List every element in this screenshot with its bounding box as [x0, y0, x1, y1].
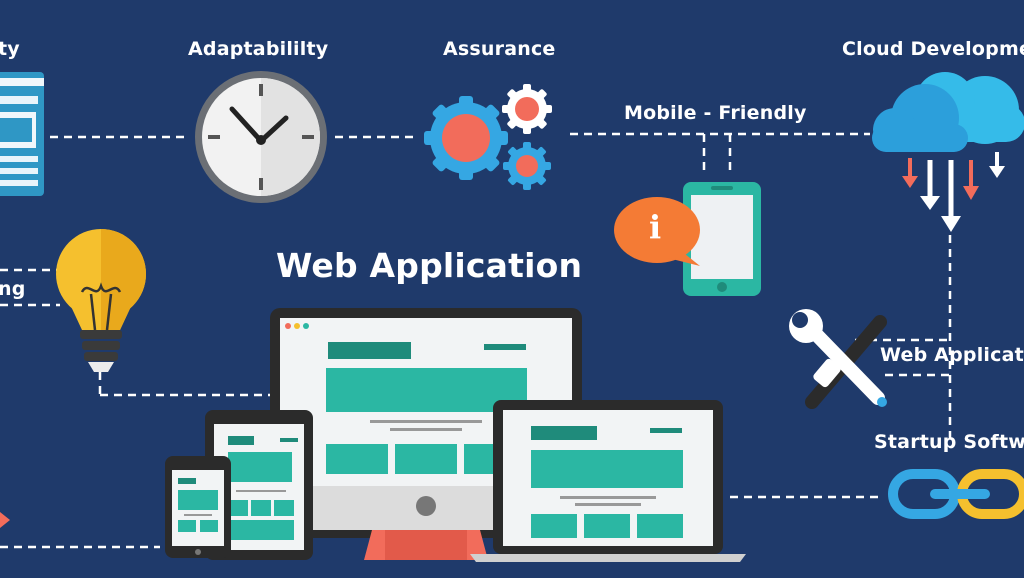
browser-page-icon — [0, 72, 44, 196]
chain-link-icon — [888, 469, 1024, 519]
label-startup-software: Startup Softw — [874, 431, 1024, 453]
mobile-phone-icon — [683, 182, 761, 296]
light-bulb-icon — [56, 229, 146, 372]
wrench-screwdriver-icon — [789, 309, 887, 409]
coral-accent-mark — [0, 512, 10, 528]
label-assurance: Assurance — [443, 38, 556, 60]
label-adaptability: Adaptabililty — [188, 38, 329, 60]
label-cloud-development: Cloud Developme — [842, 38, 1024, 60]
label-ideas: ng — [0, 278, 26, 300]
label-mobile-friendly: Mobile - Friendly — [624, 102, 807, 124]
info-glyph: i — [649, 208, 662, 246]
cloud-icon — [872, 72, 1024, 152]
label-web-application-tools: Web Applicat — [880, 344, 1024, 366]
download-arrows-icon — [902, 152, 1005, 232]
page-title: Web Application — [276, 246, 583, 285]
smartphone-illustration — [165, 456, 231, 558]
laptop-illustration — [470, 400, 746, 562]
info-bubble-icon — [614, 197, 700, 266]
label-security: ty — [0, 38, 20, 60]
clock-icon — [195, 71, 327, 203]
gears-icon — [424, 84, 552, 190]
